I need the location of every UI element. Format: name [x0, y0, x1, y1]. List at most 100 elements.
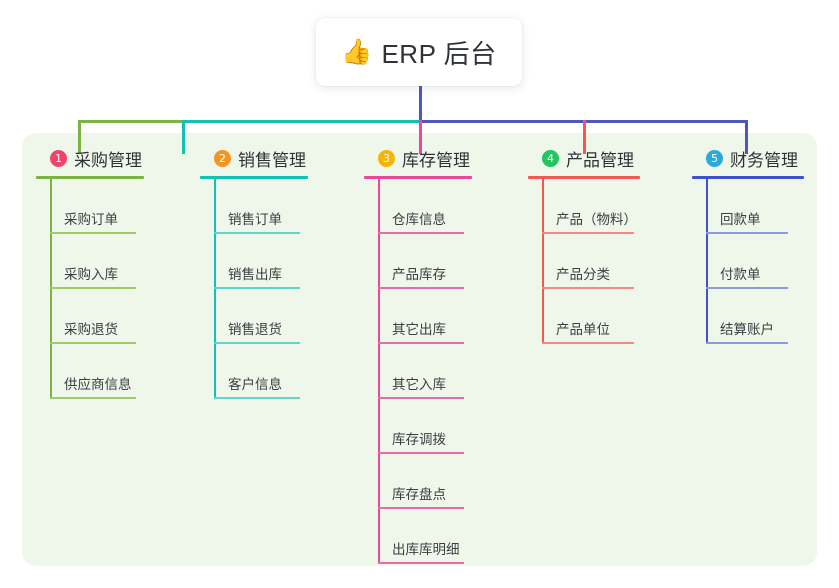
leaf-rule	[378, 397, 464, 399]
branch-header-4[interactable]: 4 产品管理	[528, 146, 640, 170]
leaf-rule	[706, 287, 788, 289]
leaf-label: 其它入库	[392, 377, 446, 392]
leaf-node[interactable]: 产品分类	[528, 234, 640, 289]
leaf-rule	[378, 452, 464, 454]
branch-header-rule	[364, 176, 472, 179]
branch-title: 销售管理	[238, 150, 306, 170]
leaf-rule	[214, 342, 300, 344]
leaf-node[interactable]: 销售退货	[200, 289, 308, 344]
leaf-node[interactable]: 回款单	[692, 179, 804, 234]
leaf-rule	[50, 342, 136, 344]
leaf-rule	[706, 342, 788, 344]
branch-header-rule	[200, 176, 308, 179]
branch-leaf-list: 销售订单销售出库销售退货客户信息	[200, 179, 308, 399]
leaf-label: 产品单位	[556, 322, 610, 337]
branch-leaf-list: 回款单付款单结算账户	[692, 179, 804, 344]
leaf-rule	[542, 342, 634, 344]
leaf-label: 库存盘点	[392, 487, 446, 502]
branch-title: 采购管理	[74, 150, 142, 170]
branch-title: 产品管理	[566, 150, 634, 170]
branch-column-4: 4 产品管理产品（物料） 产品分类产品单位	[528, 146, 640, 344]
leaf-rule	[378, 287, 464, 289]
branch-title: 库存管理	[402, 150, 470, 170]
leaf-node[interactable]: 客户信息	[200, 344, 308, 399]
branch-spine	[378, 179, 380, 564]
leaf-rule	[378, 342, 464, 344]
branch-header-rule	[36, 176, 144, 179]
leaf-label: 产品库存	[392, 267, 446, 282]
leaf-node[interactable]: 采购订单	[36, 179, 144, 234]
leaf-label: 采购退货	[64, 322, 118, 337]
leaf-node[interactable]: 其它出库	[364, 289, 472, 344]
leaf-rule	[50, 397, 136, 399]
branch-number-badge: 2	[214, 149, 231, 167]
leaf-label: 客户信息	[228, 377, 282, 392]
leaf-node[interactable]: 销售订单	[200, 179, 308, 234]
branch-header-rule	[528, 176, 640, 179]
branch-title: 财务管理	[730, 150, 798, 170]
leaf-label: 付款单	[720, 267, 761, 282]
leaf-node[interactable]: 采购退货	[36, 289, 144, 344]
leaf-label: 供应商信息	[64, 377, 132, 392]
leaf-rule	[50, 287, 136, 289]
branch-number-badge: 4	[542, 149, 559, 167]
leaf-node[interactable]: 产品库存	[364, 234, 472, 289]
branch-spine	[214, 179, 216, 399]
thumbs-up-icon: 👍	[341, 37, 373, 66]
leaf-node[interactable]: 出库库明细	[364, 509, 472, 564]
branch-column-3: 3 库存管理仓库信息产品库存其它出库其它入库库存调拨库存盘点出库库明细	[364, 146, 472, 564]
branch-number-badge: 5	[706, 149, 723, 167]
leaf-label: 采购订单	[64, 212, 118, 227]
branch-header-5[interactable]: 5 财务管理	[692, 146, 804, 170]
leaf-node[interactable]: 结算账户	[692, 289, 804, 344]
branch-leaf-list: 仓库信息产品库存其它出库其它入库库存调拨库存盘点出库库明细	[364, 179, 472, 564]
leaf-label: 出库库明细	[392, 542, 460, 557]
leaf-rule	[706, 232, 788, 234]
leaf-label: 采购入库	[64, 267, 118, 282]
leaf-label: 结算账户	[720, 322, 774, 337]
branch-column-2: 2 销售管理销售订单销售出库销售退货客户信息	[200, 146, 308, 399]
branch-header-2[interactable]: 2 销售管理	[200, 146, 308, 170]
leaf-label: 销售出库	[228, 267, 282, 282]
branch-leaf-list: 采购订单采购入库采购退货供应商信息	[36, 179, 144, 399]
leaf-node[interactable]: 库存盘点	[364, 454, 472, 509]
branch-spine	[542, 179, 544, 344]
leaf-label: 产品分类	[556, 267, 610, 282]
leaf-label: 销售订单	[228, 212, 282, 227]
leaf-node[interactable]: 库存调拨	[364, 399, 472, 454]
leaf-rule	[378, 507, 464, 509]
branch-header-3[interactable]: 3 库存管理	[364, 146, 472, 170]
leaf-label: 其它出库	[392, 322, 446, 337]
branch-number-badge: 3	[378, 149, 395, 167]
leaf-label: 销售退货	[228, 322, 282, 337]
leaf-label: 仓库信息	[392, 212, 446, 227]
root-node-title: ERP 后台	[381, 38, 497, 69]
branch-spine	[50, 179, 52, 399]
leaf-node[interactable]: 仓库信息	[364, 179, 472, 234]
root-node-card[interactable]: 👍 ERP 后台	[316, 18, 522, 86]
leaf-rule	[214, 287, 300, 289]
leaf-rule	[378, 562, 464, 564]
leaf-rule	[542, 287, 634, 289]
branch-header-rule	[692, 176, 804, 179]
leaf-node[interactable]: 销售出库	[200, 234, 308, 289]
leaf-rule	[542, 232, 634, 234]
leaf-rule	[214, 232, 300, 234]
leaf-node[interactable]: 其它入库	[364, 344, 472, 399]
branch-leaf-list: 产品（物料） 产品分类产品单位	[528, 179, 640, 344]
leaf-rule	[378, 232, 464, 234]
leaf-node[interactable]: 付款单	[692, 234, 804, 289]
leaf-label: 回款单	[720, 212, 761, 227]
leaf-label: 产品（物料）	[556, 212, 637, 227]
leaf-rule	[50, 232, 136, 234]
leaf-node[interactable]: 产品（物料）	[528, 179, 640, 234]
leaf-rule	[214, 397, 300, 399]
leaf-node[interactable]: 产品单位	[528, 289, 640, 344]
leaf-node[interactable]: 供应商信息	[36, 344, 144, 399]
branch-column-5: 5 财务管理回款单付款单结算账户	[692, 146, 804, 344]
leaf-node[interactable]: 采购入库	[36, 234, 144, 289]
